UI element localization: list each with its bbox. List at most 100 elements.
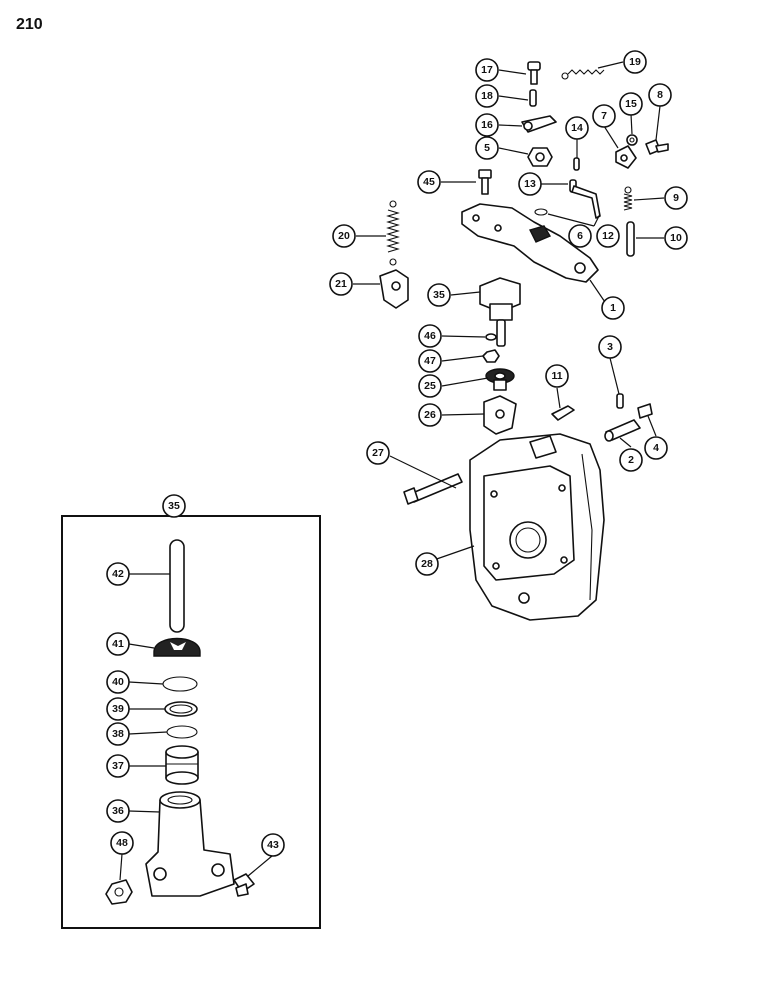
part-48-plug — [105, 879, 133, 905]
callout-46: 46 — [418, 324, 442, 348]
callout-42: 42 — [106, 562, 130, 586]
callout-41: 41 — [106, 632, 130, 656]
callout-21: 21 — [329, 272, 353, 296]
callout-36: 36 — [106, 799, 130, 823]
callout-20: 20 — [332, 224, 356, 248]
callout-3: 3 — [598, 335, 622, 359]
svg-text:26: 26 — [424, 409, 436, 421]
svg-text:13: 13 — [524, 178, 536, 190]
svg-text:21: 21 — [335, 278, 347, 290]
part-3-pin — [616, 393, 624, 409]
svg-text:37: 37 — [112, 760, 124, 772]
part-20-spring — [386, 200, 400, 266]
page-number: 210 — [16, 16, 43, 33]
svg-text:20: 20 — [338, 230, 350, 242]
part-28-housing — [469, 433, 605, 621]
callout-28: 28 — [415, 552, 439, 576]
callout-17: 17 — [475, 58, 499, 82]
svg-text:16: 16 — [481, 119, 493, 131]
part-18-pin — [529, 89, 537, 107]
part-10-pin — [626, 221, 635, 257]
part-38-oring — [166, 725, 198, 739]
svg-text:11: 11 — [551, 370, 562, 382]
svg-text:3: 3 — [607, 341, 613, 353]
callout-39: 39 — [106, 697, 130, 721]
svg-text:25: 25 — [424, 380, 436, 392]
callout-9: 9 — [664, 186, 688, 210]
svg-text:46: 46 — [424, 330, 436, 342]
leader-lines-main — [353, 61, 665, 563]
callout-5: 5 — [475, 136, 499, 160]
svg-text:4: 4 — [653, 442, 659, 454]
part-11-pin — [551, 405, 575, 421]
callout-35-inset-title: 35 — [162, 494, 186, 518]
part-14-pin — [573, 157, 580, 171]
callout-37: 37 — [106, 754, 130, 778]
part-16-lever — [521, 115, 557, 133]
callout-19: 19 — [623, 50, 647, 74]
svg-text:35: 35 — [433, 289, 445, 301]
callout-11: 11 — [545, 364, 569, 388]
svg-text:27: 27 — [372, 447, 384, 459]
callout-25: 25 — [418, 374, 442, 398]
svg-text:47: 47 — [424, 355, 436, 367]
svg-text:36: 36 — [112, 805, 124, 817]
part-42-pin — [169, 539, 185, 633]
svg-text:28: 28 — [421, 558, 433, 570]
part-40-snap-ring — [162, 676, 198, 692]
svg-text:39: 39 — [112, 703, 124, 715]
callout-6: 6 — [568, 224, 592, 248]
part-27-bolt — [403, 473, 463, 505]
svg-text:38: 38 — [112, 728, 124, 740]
svg-text:19: 19 — [629, 56, 641, 68]
callout-10: 10 — [664, 226, 688, 250]
part-43-fitting — [233, 873, 255, 897]
leader-lines-inset — [119, 573, 273, 881]
svg-text:40: 40 — [112, 676, 124, 688]
svg-text:43: 43 — [267, 839, 279, 851]
part-9-spring — [623, 186, 633, 211]
svg-text:41: 41 — [112, 638, 124, 650]
svg-text:18: 18 — [481, 90, 493, 102]
part-36-valve-housing — [145, 791, 235, 897]
svg-text:5: 5 — [484, 142, 490, 154]
callout-27: 27 — [366, 441, 390, 465]
callout-43: 43 — [261, 833, 285, 857]
callout-45: 45 — [417, 170, 441, 194]
callout-26: 26 — [418, 403, 442, 427]
part-4-fitting — [637, 403, 653, 419]
part-26-bracket — [483, 395, 517, 435]
part-19-spring — [561, 69, 605, 80]
part-8-bolt — [645, 139, 669, 155]
callout-14: 14 — [565, 116, 589, 140]
svg-text:45: 45 — [423, 176, 435, 188]
part-6-oring — [534, 208, 548, 216]
svg-text:48: 48 — [116, 837, 128, 849]
callout-12: 12 — [596, 224, 620, 248]
part-37-spool — [165, 745, 199, 785]
inset-box — [61, 515, 321, 929]
part-25-gear — [485, 368, 515, 391]
part-7-bracket — [615, 145, 637, 169]
svg-text:17: 17 — [481, 64, 493, 76]
callout-38: 38 — [106, 722, 130, 746]
part-5-nut — [527, 147, 553, 167]
svg-text:15: 15 — [625, 98, 637, 110]
callout-8: 8 — [648, 83, 672, 107]
svg-text:10: 10 — [670, 232, 682, 244]
part-39-ring — [164, 701, 198, 717]
part-17-bolt — [527, 61, 541, 85]
svg-text:1: 1 — [610, 302, 616, 314]
svg-text:42: 42 — [112, 568, 124, 580]
callout-1: 1 — [601, 296, 625, 320]
callout-15: 15 — [619, 92, 643, 116]
part-45-bolt — [478, 169, 492, 195]
callout-18: 18 — [475, 84, 499, 108]
part-35-valve — [479, 277, 521, 347]
part-2-shaft — [604, 419, 641, 442]
callout-16: 16 — [475, 113, 499, 137]
part-15-washer — [626, 134, 638, 146]
callout-47: 47 — [418, 349, 442, 373]
svg-text:12: 12 — [602, 230, 614, 242]
